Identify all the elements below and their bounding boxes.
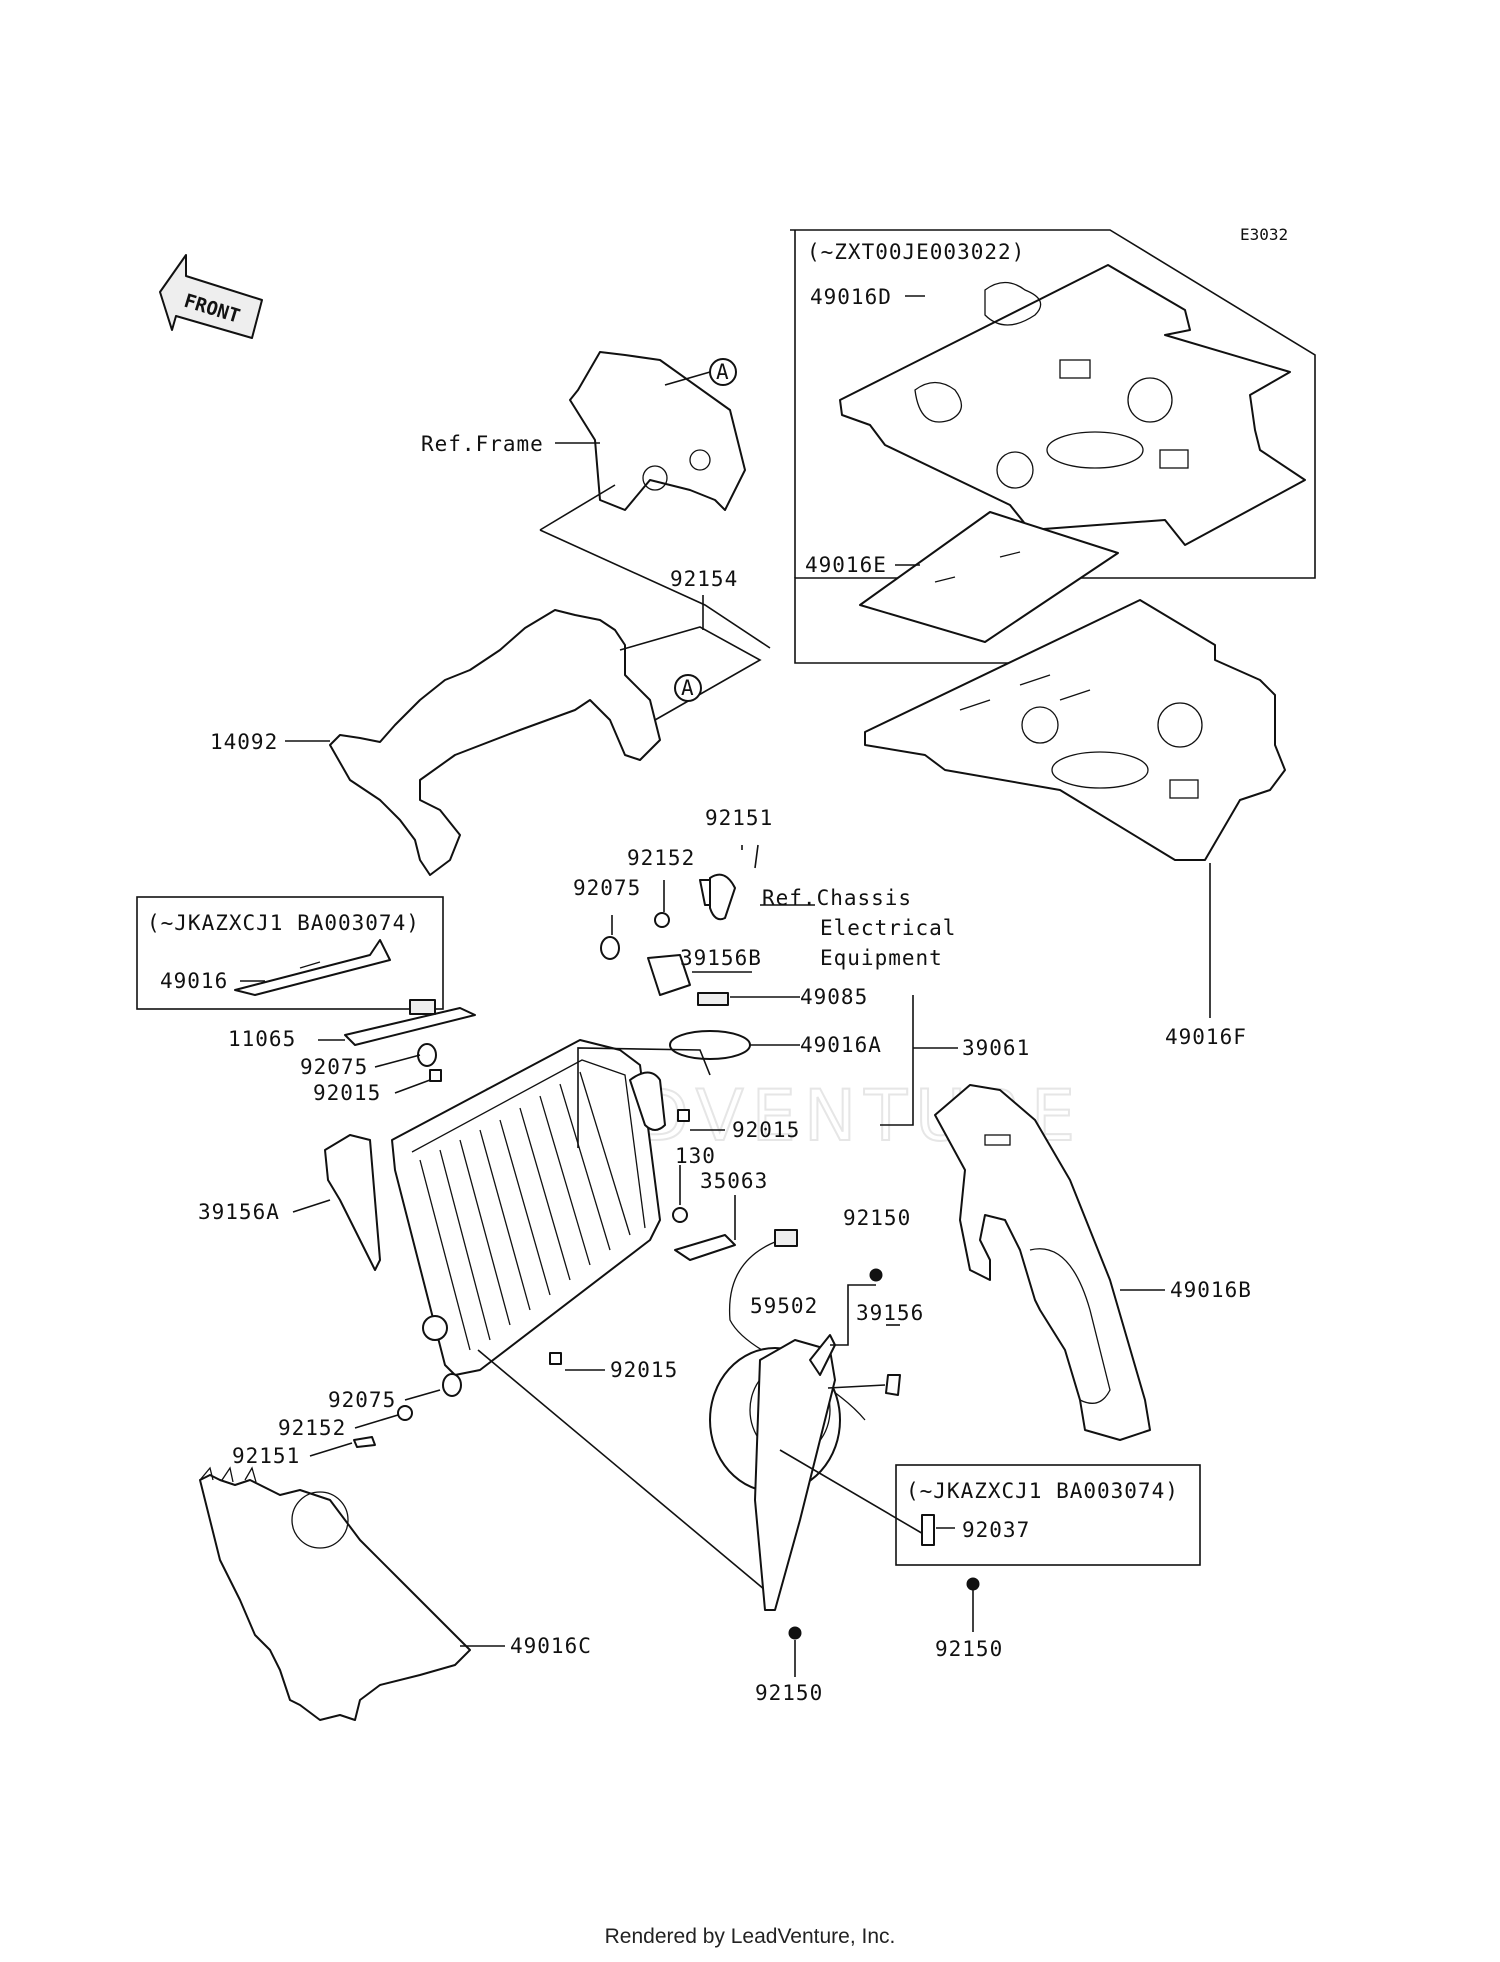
label-39061: 39061 xyxy=(962,1036,1030,1060)
bottom-right-option-note: (~JKAZXCJ1 BA003074) xyxy=(906,1479,1179,1503)
label-ref-frame: Ref.Frame xyxy=(421,432,544,456)
label-ref-chassis-line3: Equipment xyxy=(820,946,943,970)
label-92037: 92037 xyxy=(962,1518,1030,1542)
label-92075-low: 92075 xyxy=(328,1388,396,1412)
label-92075-top: 92075 xyxy=(573,876,641,900)
radiator-assembly xyxy=(391,1039,666,1376)
part-11065-plate xyxy=(344,999,476,1046)
label-92152-top: 92152 xyxy=(627,846,695,870)
label-49016D: 49016D xyxy=(810,285,892,309)
label-49016: 49016 xyxy=(160,969,228,993)
label-92154: 92154 xyxy=(670,567,738,591)
label-92150-top: 92150 xyxy=(843,1206,911,1230)
callout-a-mid xyxy=(674,674,702,702)
top-right-option-box: (~ZXT00JE003022) xyxy=(790,229,1316,664)
callout-a-mid-label: A xyxy=(681,676,695,700)
part-49016C-cover xyxy=(199,1466,471,1721)
label-ref-chassis-line1: Ref.Chassis xyxy=(762,886,912,910)
label-39156A: 39156A xyxy=(198,1200,280,1224)
part-14092-duct: A xyxy=(329,609,762,876)
label-49016E: 49016E xyxy=(805,553,887,577)
leader-lines xyxy=(240,295,1211,1647)
label-92015-low: 92015 xyxy=(610,1358,678,1382)
label-92015-mid: 92015 xyxy=(732,1118,800,1142)
part-39156B xyxy=(647,954,691,996)
label-59502: 59502 xyxy=(750,1294,818,1318)
label-14092: 14092 xyxy=(210,730,278,754)
diagram-code: E3032 xyxy=(1240,225,1288,244)
part-49016E-strip xyxy=(859,511,1119,643)
ref-frame-part: A xyxy=(539,351,771,649)
label-ref-chassis-line2: Electrical xyxy=(820,916,956,940)
label-49016F: 49016F xyxy=(1165,1025,1247,1049)
part-59502-fan xyxy=(709,1229,926,1611)
label-49016B: 49016B xyxy=(1170,1278,1252,1302)
label-92150-bottom: 92150 xyxy=(755,1681,823,1705)
left-option-box: (~JKAZXCJ1 BA003074) xyxy=(136,896,444,1010)
label-11065: 11065 xyxy=(228,1027,296,1051)
part-49016D-plate xyxy=(839,264,1306,546)
label-92015-left: 92015 xyxy=(313,1081,381,1105)
top-right-option-note: (~ZXT00JE003022) xyxy=(807,240,1025,264)
left-option-note: (~JKAZXCJ1 BA003074) xyxy=(147,911,420,935)
label-35063: 35063 xyxy=(700,1169,768,1193)
bottom-right-option-box: (~JKAZXCJ1 BA003074) xyxy=(895,1464,1201,1566)
label-39156: 39156 xyxy=(856,1301,924,1325)
part-130-and-35063 xyxy=(672,1165,736,1261)
part-49016B-cover xyxy=(934,1084,1151,1441)
top-fasteners xyxy=(600,844,759,960)
callout-a-top xyxy=(709,358,737,386)
part-49085-and-49016A xyxy=(577,992,958,1148)
part-49016F-plate xyxy=(864,599,1286,861)
label-49016C: 49016C xyxy=(510,1634,592,1658)
label-49016A: 49016A xyxy=(800,1033,882,1057)
label-92151-top: 92151 xyxy=(705,806,773,830)
label-39156B: 39156B xyxy=(680,946,762,970)
front-arrow-icon: FRONT xyxy=(159,254,263,339)
footer-credit: Rendered by LeadVenture, Inc. xyxy=(604,1925,896,1948)
grommets-92150 xyxy=(788,1577,980,1677)
callout-a-top-label: A xyxy=(716,360,730,384)
label-92075-mid: 92075 xyxy=(300,1055,368,1079)
label-49085: 49085 xyxy=(800,985,868,1009)
label-92150-right: 92150 xyxy=(935,1637,1003,1661)
part-39156A xyxy=(324,1134,381,1271)
part-labels: 49016D 49016E 49016F Ref.Frame 92154 140… xyxy=(160,285,1252,1705)
label-92151-low: 92151 xyxy=(232,1444,300,1468)
label-92152-low: 92152 xyxy=(278,1416,346,1440)
low-left-fasteners xyxy=(353,1349,766,1591)
label-130: 130 xyxy=(675,1144,716,1168)
